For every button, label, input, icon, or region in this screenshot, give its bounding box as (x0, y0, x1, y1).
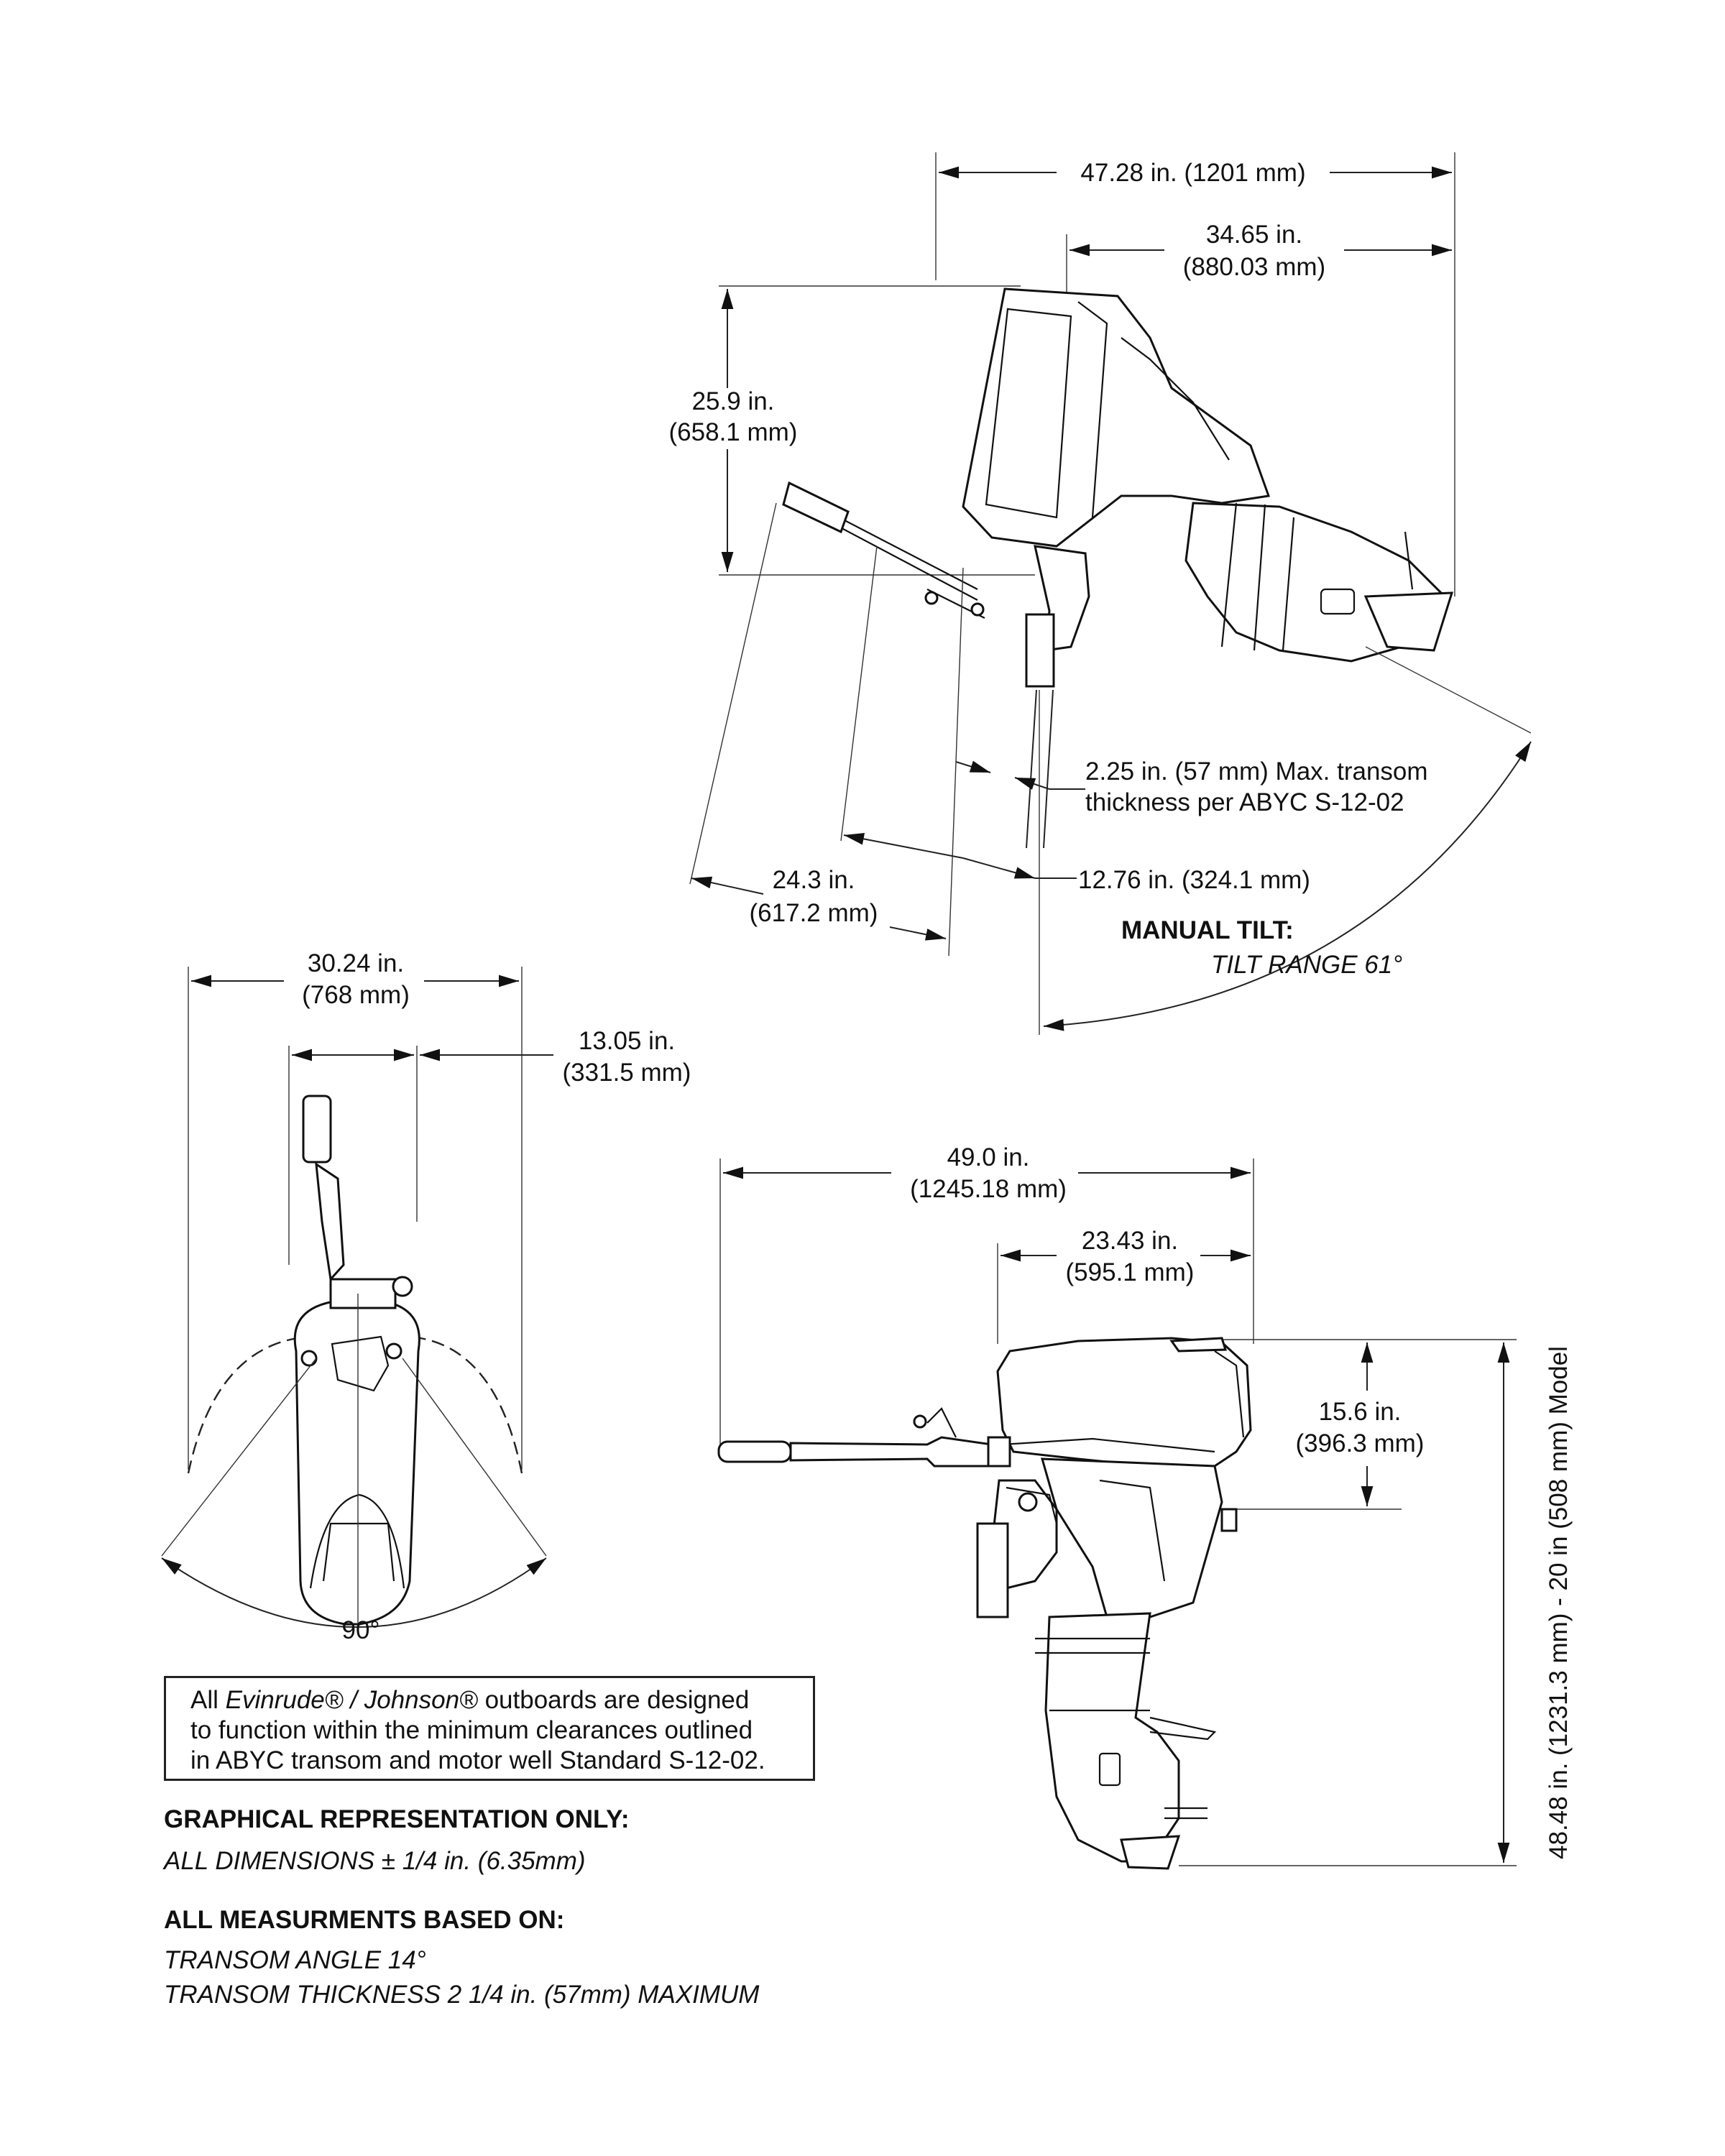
side-cowling (996, 1337, 1252, 1468)
cowl-height-in-label: 15.6 in. (1319, 1398, 1402, 1426)
manual-tilt-label: MANUAL TILT: (1121, 916, 1294, 944)
tilted-cowling (962, 287, 1271, 548)
transom-angle-note: TRANSOM ANGLE 14° (164, 1946, 426, 1974)
notice-line-3: in ABYC transom and motor well Standard … (190, 1746, 765, 1774)
tiller-reach-dim-line (691, 876, 764, 895)
steering-swing-arc-left (187, 1335, 310, 1474)
side-view: 49.0 in. (1245.18 mm) 23.43 in. (595.1 m… (717, 1143, 1573, 1870)
half-width-mm-label: (331.5 mm) (563, 1059, 691, 1087)
rear-length-mm-label: (595.1 mm) (1066, 1258, 1195, 1286)
swing-width-in-label: 30.24 in. (308, 949, 404, 977)
side-overall-length-in-label: 49.0 in. (947, 1143, 1030, 1171)
graphical-representation-title: GRAPHICAL REPRESENTATION ONLY: (164, 1805, 630, 1833)
tilt-clearance-dim-line (843, 833, 964, 859)
front-cowling (293, 1299, 420, 1626)
side-tiller-grip (717, 1440, 792, 1463)
steering-swing-arc-right (409, 1335, 523, 1474)
steering-angle-arc (161, 1557, 547, 1628)
measurements-based-on-title: ALL MEASURMENTS BASED ON: (164, 1906, 565, 1934)
tilt-range-arc (1043, 741, 1532, 1031)
tilted-motor-view: 47.28 in. (1201 mm) 34.65 in. (880.03 mm… (669, 152, 1532, 1035)
half-width-in-label: 13.05 in. (579, 1027, 675, 1055)
tilted-tiller-grip (782, 481, 850, 534)
side-lower-unit (1044, 1612, 1180, 1863)
height-mm-label: (658.1 mm) (669, 418, 798, 446)
tiller-reach-in-label: 24.3 in. (773, 866, 855, 894)
transom-thickness-note: TRANSOM THICKNESS 2 1/4 in. (57mm) MAXIM… (164, 1981, 760, 2009)
transom-board (1025, 613, 1055, 688)
notice-brand: Evinrude® / Johnson® (225, 1686, 478, 1714)
swing-width-mm-label: (768 mm) (302, 981, 410, 1009)
notice-line-1: All Evinrude® / Johnson® outboards are d… (190, 1686, 750, 1714)
side-overall-length-mm-label: (1245.18 mm) (910, 1175, 1067, 1203)
rear-length-in-label: 23.43 in. (1082, 1227, 1178, 1255)
tilt-clearance-label: 12.76 in. (324.1 mm) (1078, 866, 1310, 894)
cowl-length-mm-label: (880.03 mm) (1183, 253, 1325, 281)
overall-height-label: 48.48 in. (1231.3 mm) - 20 in (508 mm) M… (1545, 1346, 1573, 1859)
notice-line-2: to function within the minimum clearance… (190, 1716, 753, 1744)
overall-length-label: 47.28 in. (1201 mm) (1080, 159, 1305, 187)
cowl-height-mm-label: (396.3 mm) (1296, 1429, 1425, 1457)
transom-note-line2: thickness per ABYC S-12-02 (1085, 788, 1404, 816)
tiller-reach-mm-label: (617.2 mm) (750, 899, 878, 927)
transom-note-line1: 2.25 in. (57 mm) Max. transom (1085, 757, 1428, 786)
steering-angle-label: 90° (342, 1616, 380, 1644)
tilt-range-label: TILT RANGE 61° (1211, 951, 1402, 979)
cowl-length-in-label: 34.65 in. (1206, 221, 1302, 249)
front-view: 30.24 in. (768 mm) 13.05 in. (331.5 mm) … (161, 949, 691, 1644)
clearance-notice-box: All Evinrude® / Johnson® outboards are d… (164, 1676, 815, 1781)
tolerance-note: ALL DIMENSIONS ± 1/4 in. (6.35mm) (164, 1847, 586, 1875)
side-midsection (1040, 1457, 1223, 1618)
height-in-label: 25.9 in. (692, 387, 775, 415)
front-tiller-grip (302, 1095, 332, 1164)
side-transom-board (976, 1522, 1009, 1618)
side-tiller-arm (789, 1436, 993, 1468)
